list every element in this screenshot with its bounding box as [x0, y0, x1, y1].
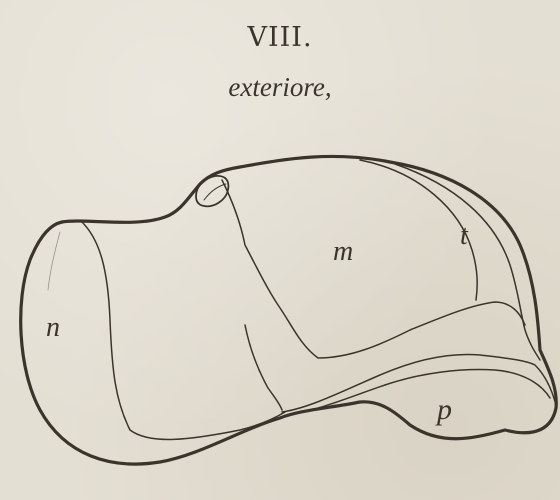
label-m: m — [333, 236, 353, 267]
label-n: n — [46, 312, 60, 343]
lower-ridge — [245, 325, 282, 410]
label-t: t — [460, 220, 469, 251]
face-t-rim — [395, 164, 540, 360]
left-hatch — [48, 232, 60, 290]
central-ridge — [222, 180, 525, 358]
outer-contour — [21, 156, 557, 464]
top-knob-shade — [204, 184, 226, 200]
face-n-edge — [82, 222, 285, 439]
facet-p-upper — [282, 354, 556, 412]
label-p: p — [435, 393, 452, 426]
